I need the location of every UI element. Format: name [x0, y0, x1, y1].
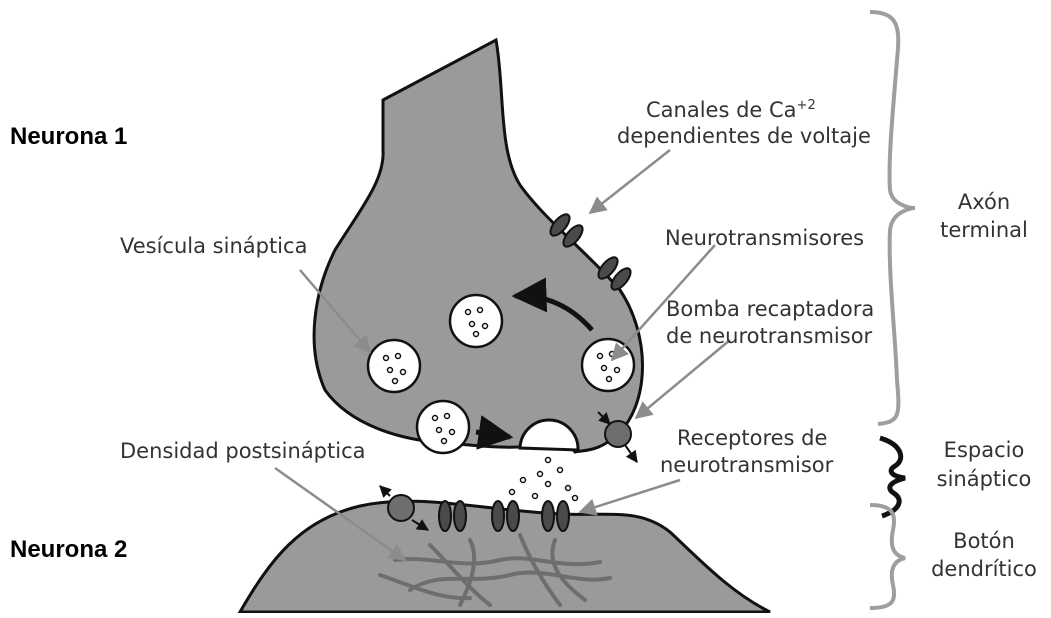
label-receptores-line2: neurotransmisor	[660, 452, 833, 478]
vesicle	[582, 339, 634, 391]
brace-boton	[870, 505, 905, 608]
label-axon-line1: Axón	[924, 189, 1044, 215]
label-canales-line2: dependientes de voltaje	[617, 123, 871, 149]
vesicle	[417, 401, 469, 453]
label-densidad: Densidad postsináptica	[120, 438, 366, 464]
arrow-canales	[590, 150, 670, 213]
label-canales-line1: Canales de Ca+2	[646, 97, 816, 123]
dendritic-bouton	[240, 501, 770, 612]
label-espacio-line2: sináptico	[924, 466, 1044, 492]
arrow-receptores	[580, 480, 680, 512]
postsynaptic-pump	[388, 495, 414, 521]
label-axon-line2: terminal	[924, 217, 1044, 243]
arrow-bomba	[636, 340, 730, 418]
released-neurotransmitters	[510, 458, 578, 501]
label-canales-prefix: Canales de Ca	[646, 98, 797, 122]
label-vesicula: Vesícula sináptica	[120, 233, 307, 259]
label-canales-sup: +2	[797, 98, 816, 113]
brace-axon	[870, 12, 915, 424]
reuptake-pump	[605, 421, 631, 447]
label-receptores-line1: Receptores de	[677, 425, 827, 451]
axon-terminal	[314, 40, 642, 452]
label-neurona-2: Neurona 2	[10, 537, 127, 563]
vesicle	[368, 340, 420, 392]
label-boton-line1: Botón	[924, 528, 1044, 554]
label-bomba-line2: de neurotransmisor	[666, 323, 872, 349]
label-espacio-line1: Espacio	[924, 437, 1044, 463]
label-neurona-1: Neurona 1	[10, 124, 127, 150]
label-neurotransmisores: Neurotransmisores	[665, 225, 864, 251]
vesicle	[450, 295, 502, 347]
label-boton-line2: dendrítico	[924, 556, 1044, 582]
brace-espacio	[880, 438, 905, 516]
label-bomba-line1: Bomba recaptadora	[666, 296, 874, 322]
